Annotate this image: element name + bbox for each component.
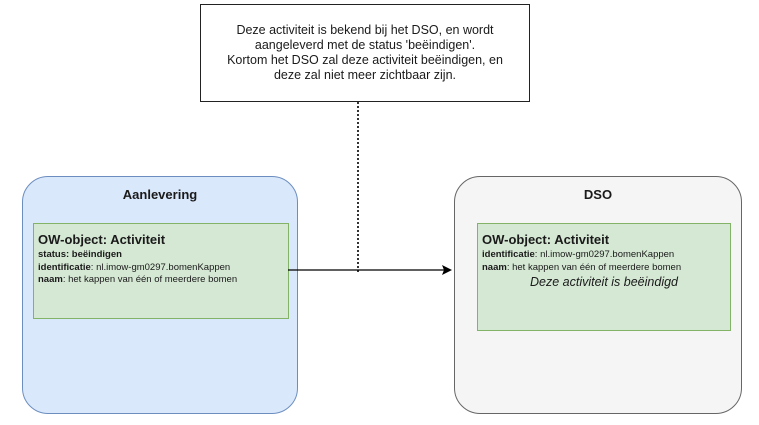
card-title: OW-object: Activiteit bbox=[38, 232, 166, 247]
field-value: nl.imow-gm0297.bomenKappen bbox=[96, 261, 231, 273]
annotation-note: Deze activiteit is bekend bij het DSO, e… bbox=[200, 4, 530, 102]
panel-title: DSO bbox=[583, 187, 613, 202]
field-value: beëindigen bbox=[71, 249, 122, 260]
field-label: identificatie bbox=[482, 249, 535, 260]
field-label: identificatie bbox=[38, 261, 91, 273]
annotation-line: deze zal niet meer zichtbaar zijn. bbox=[273, 68, 456, 82]
field-value: het kappen van één of meerdere bomen bbox=[512, 261, 682, 273]
field-value: het kappen van één of meerdere bomen bbox=[68, 274, 238, 285]
ow-object-card: OW-object: Activiteit status: beëindigen… bbox=[33, 223, 289, 319]
annotation-line: Kortom het DSO zal deze activiteit beëin… bbox=[227, 53, 503, 67]
field-label: naam bbox=[38, 274, 63, 285]
annotation-line: Deze activiteit is bekend bij het DSO, e… bbox=[236, 23, 494, 37]
naam-field: naam: het kappen van één of meerdere bom… bbox=[482, 261, 682, 273]
status-field: status: beëindigen bbox=[38, 249, 122, 260]
field-value: nl.imow-gm0297.bomenKappen bbox=[540, 249, 675, 260]
dotted-connector bbox=[357, 102, 359, 272]
field-label: naam bbox=[482, 261, 507, 273]
ow-object-card: OW-object: Activiteit identificatie: nl.… bbox=[477, 223, 731, 331]
ended-message: Deze activiteit is beëindigd bbox=[530, 275, 678, 289]
arrow-head-icon bbox=[442, 265, 452, 275]
annotation-line: aangeleverd met de status 'beëindigen'. bbox=[254, 38, 476, 52]
identificatie-field: identificatie: nl.imow-gm0297.bomenKappe… bbox=[482, 249, 675, 260]
aanlevering-panel: Aanlevering OW-object: Activiteit status… bbox=[22, 176, 298, 414]
card-title: OW-object: Activiteit bbox=[482, 232, 610, 247]
field-label: status bbox=[38, 249, 66, 260]
naam-field: naam: het kappen van één of meerdere bom… bbox=[38, 274, 238, 285]
identificatie-field: identificatie: nl.imow-gm0297.bomenKappe… bbox=[38, 261, 231, 273]
dso-panel: DSO OW-object: Activiteit identificatie:… bbox=[454, 176, 742, 414]
panel-title: Aanlevering bbox=[122, 187, 198, 202]
annotation-text: Deze activiteit is bekend bij het DSO, e… bbox=[227, 23, 503, 83]
